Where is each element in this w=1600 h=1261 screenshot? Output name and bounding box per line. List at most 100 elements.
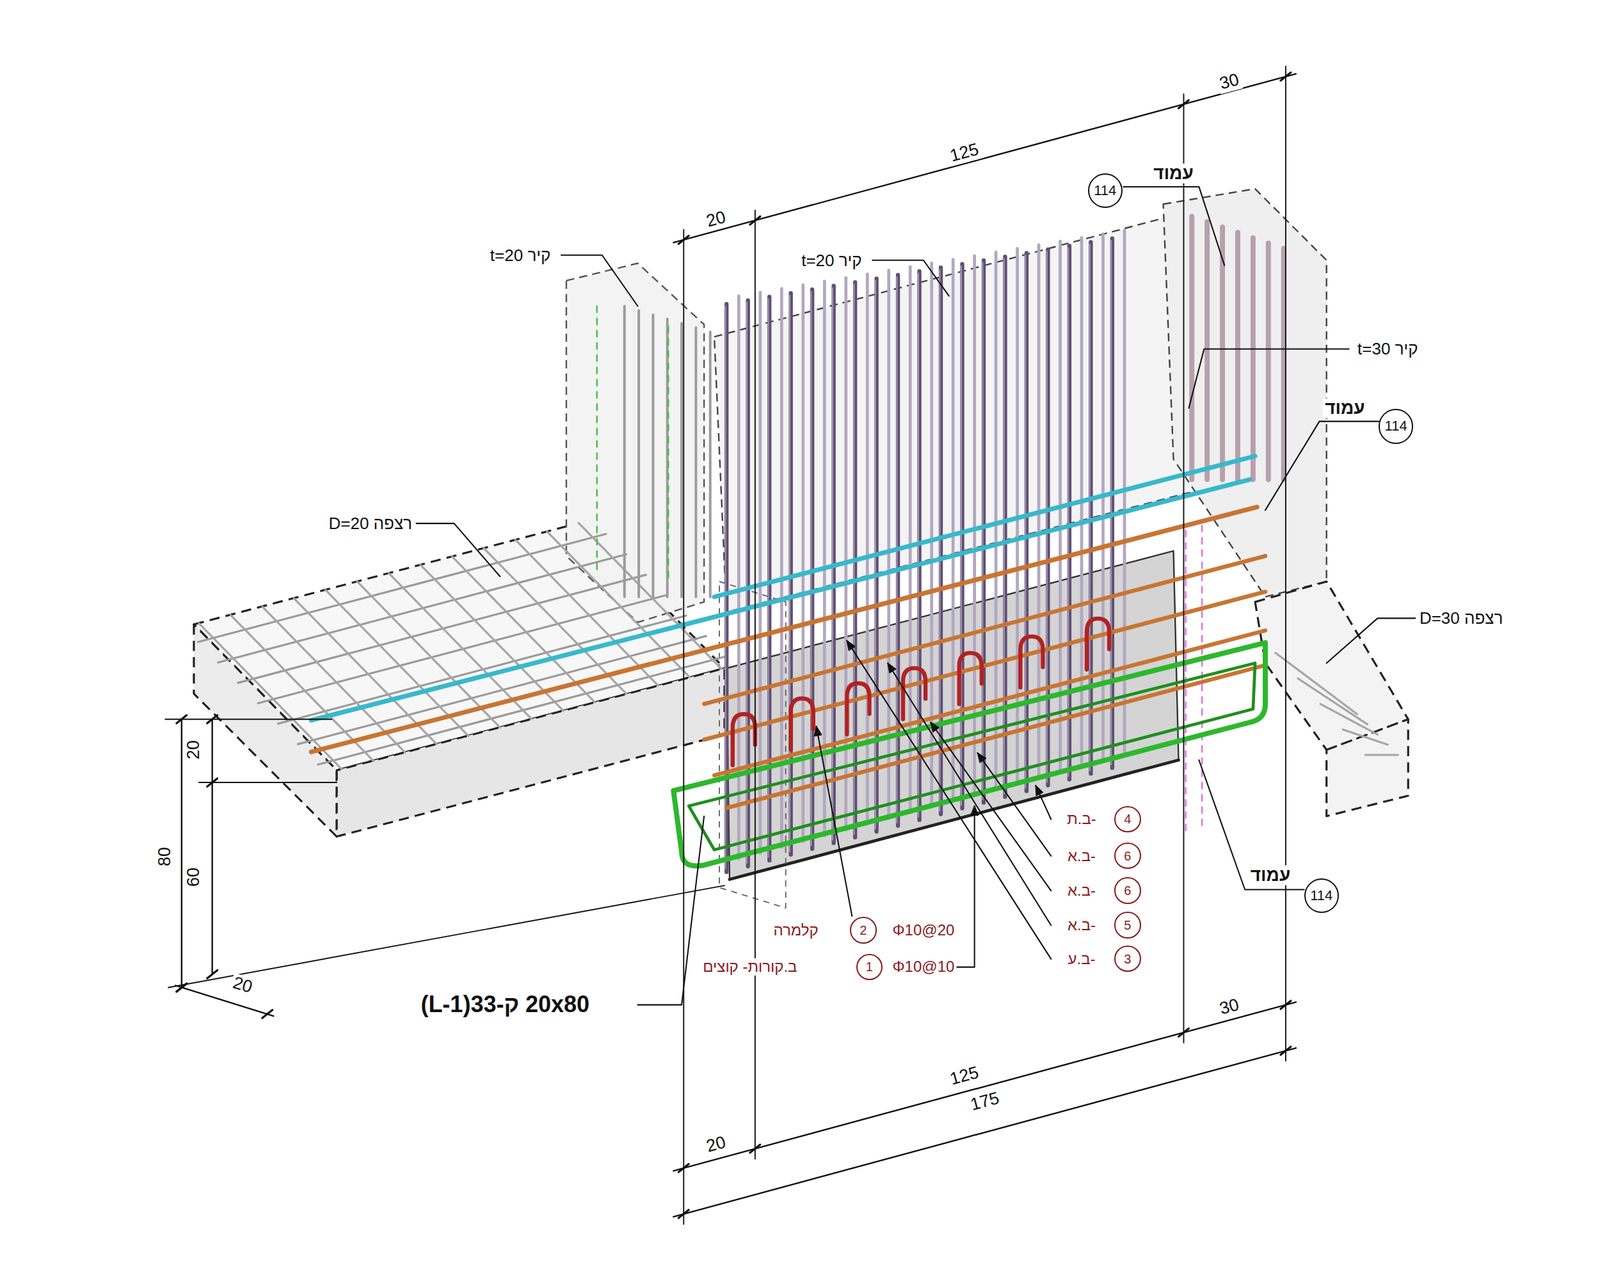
dimension-tick — [207, 970, 218, 979]
slab-rebar — [1342, 729, 1388, 745]
wall-rebar — [1024, 253, 1029, 792]
dimension-text: 175 — [966, 1088, 1003, 1116]
callout-circle: 4 — [1114, 806, 1141, 833]
wall-rebar — [680, 323, 683, 598]
wall-rebar — [1045, 249, 1050, 786]
leader-line — [1035, 785, 1051, 820]
wall-column — [1163, 188, 1327, 598]
dimension-text: 30 — [1216, 69, 1244, 95]
column-rebar — [1265, 243, 1272, 480]
wall-rebar-hidden — [667, 326, 669, 582]
part-label: רצפה D=20 — [326, 514, 415, 534]
slab-rebar — [262, 606, 406, 753]
leader-line — [561, 255, 639, 307]
dimension-text: 20 — [702, 207, 731, 232]
leader-line — [956, 806, 975, 968]
wall-rebar-highlight — [960, 266, 962, 806]
leader-line — [416, 523, 501, 577]
dimension-text: 20 — [702, 1132, 731, 1158]
dimension-text: 30 — [1216, 995, 1244, 1020]
dimension-text: 20 — [184, 738, 204, 762]
wall-rebar — [1088, 241, 1093, 774]
callout-text: ב.קורות- קוצים — [700, 958, 799, 976]
slab-right — [1255, 581, 1408, 817]
wall-rebar — [938, 267, 943, 815]
callout-text: -ב.ת — [1064, 810, 1099, 828]
slab-rebar — [325, 590, 469, 736]
clamp-bar — [1020, 636, 1043, 688]
callout-number: 114 — [1310, 888, 1333, 904]
dimension-line — [175, 985, 274, 1017]
part-label: קיר t=30 — [1355, 339, 1421, 359]
extension-line — [754, 210, 756, 1160]
dimension-tick — [176, 983, 187, 992]
arrowhead — [814, 726, 822, 736]
callout-circle: 114 — [1088, 173, 1123, 208]
wall-rebar — [709, 332, 712, 598]
callout-text: -ב.א — [1065, 917, 1098, 934]
wall-rebar-highlight — [810, 291, 813, 847]
wall-rebar-highlight — [789, 295, 791, 852]
arrowhead — [970, 806, 978, 816]
extension-line — [682, 229, 685, 1225]
wall-rebar-highlight — [1067, 247, 1069, 777]
part-label: רצפה D=30 — [1417, 609, 1506, 628]
wall-rebar-highlight — [1089, 244, 1091, 772]
wall-rebar — [694, 327, 697, 598]
slab-rebar — [1365, 753, 1398, 756]
dimension-tick — [262, 1010, 273, 1019]
slab-rebar — [1320, 704, 1378, 735]
extension-line — [1183, 94, 1185, 1044]
leader-line — [1123, 186, 1225, 266]
wall-rebar — [981, 260, 986, 804]
leader-line — [1326, 618, 1416, 664]
callout-number: 114 — [1384, 419, 1408, 434]
wall-rebar-highlight — [1024, 255, 1026, 789]
wall-rebar — [745, 300, 750, 867]
callout-circle: 114 — [1378, 408, 1414, 444]
wall-rebar-highlight — [768, 298, 770, 858]
wall-rebar-highlight — [725, 305, 727, 870]
callout-circle: 2 — [849, 917, 877, 944]
callout-number: 3 — [1123, 952, 1131, 966]
part-label: 20x80 ק-33(L-1) — [418, 992, 592, 1019]
callout-text: קלמרה — [771, 922, 821, 939]
wall-rebar — [651, 314, 655, 598]
dimension-tick — [176, 983, 187, 992]
callout-number: 2 — [859, 924, 867, 937]
part-label: עמוד — [1248, 865, 1293, 886]
dimension-tick — [207, 778, 218, 788]
arrowhead — [930, 722, 939, 733]
callout-text: Φ10@10 — [890, 958, 957, 976]
part-label: קיר t=20 — [488, 245, 553, 265]
column-rebar — [1250, 238, 1256, 480]
wall-rebar — [666, 319, 669, 598]
wall-rebar-highlight — [1003, 258, 1005, 794]
callout-number: 4 — [1123, 812, 1131, 826]
dimension-text: 60 — [184, 865, 204, 889]
callout-circle: 6 — [1114, 842, 1141, 870]
slab-end — [193, 624, 337, 838]
wall-rebar — [1002, 256, 1007, 797]
leader-line — [846, 640, 1051, 959]
clamp-bar — [959, 653, 982, 705]
dimension-text: 80 — [155, 845, 175, 869]
wall-rebar — [1067, 245, 1072, 780]
part-label: עמוד — [1151, 163, 1195, 184]
extension-line — [165, 718, 332, 720]
callout-number: 6 — [1123, 849, 1131, 863]
clamp-bar — [791, 698, 814, 751]
wall-rebar-highlight — [981, 262, 984, 800]
arrowhead — [887, 663, 896, 674]
callout-circle: 3 — [1114, 945, 1141, 973]
dimension-line — [211, 719, 213, 975]
leader-line — [1198, 760, 1304, 890]
callout-text: -ב.א — [1065, 847, 1098, 864]
leader-line — [1265, 421, 1379, 511]
callout-text: -ב.א — [1065, 882, 1098, 900]
wall-rebar — [767, 296, 772, 861]
wall-rebar — [1110, 238, 1115, 768]
arrowhead — [1035, 785, 1043, 796]
dimension-tick — [176, 715, 187, 724]
